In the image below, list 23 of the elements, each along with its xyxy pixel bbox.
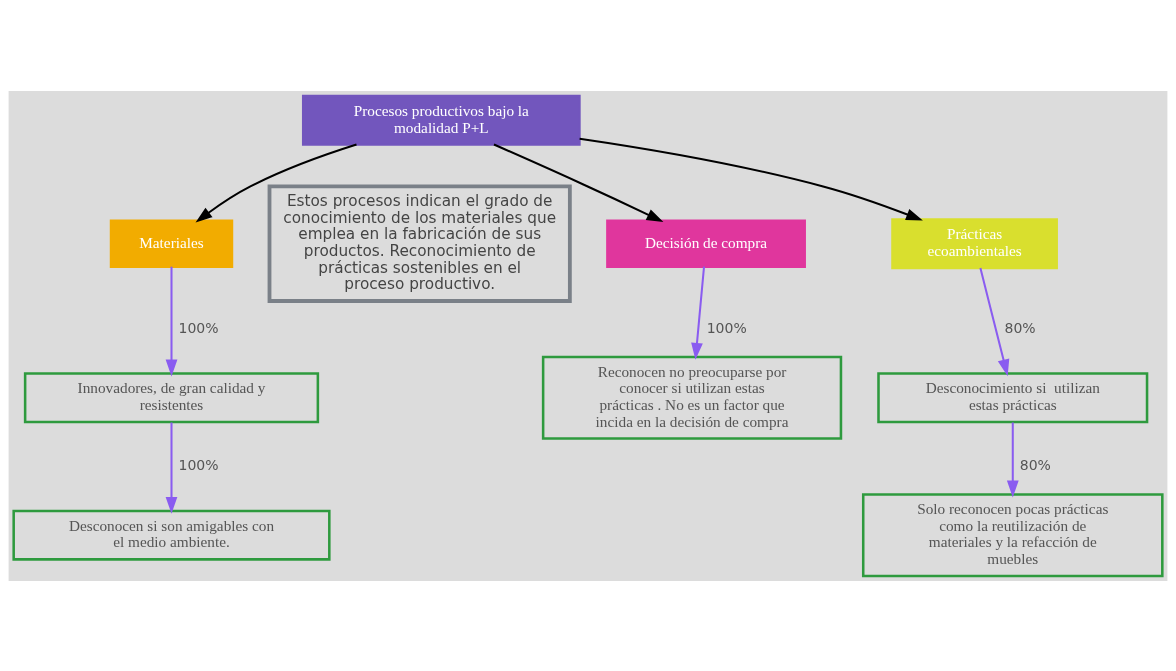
edge-label: 100% (178, 319, 219, 336)
arrow (691, 266, 706, 360)
edge-label: 80% (1004, 319, 1036, 336)
arrow (493, 143, 664, 222)
edge-label: 80% (1019, 456, 1051, 473)
arrow (165, 266, 178, 376)
arrow (195, 143, 357, 223)
arrow (979, 267, 1010, 376)
edge-label: 100% (178, 456, 219, 473)
node-box: Materiales (109, 219, 234, 268)
node-box: Procesos productivos bajo la modalidad P+L (301, 94, 581, 146)
node-box: Innovadores, de gran calidad y resistentes (23, 371, 320, 423)
node-box: Solo reconocen pocas prácticas como la reutilización de materiales y la refacción de muebles (861, 492, 1164, 577)
node-box: Desconocimiento si utilizan estas prácticas (877, 371, 1149, 423)
node-box: Reconocen no preocuparse por conocer si utilizan estas prácticas . No es un factor que incida en la decisión de compra (541, 355, 843, 440)
arrow (165, 422, 178, 514)
arrow (579, 137, 923, 221)
node-box: Estos procesos indican el grado de conocimiento de los materiales que emplea en la fabricación de sus productos. Reconocimiento de prácticas sostenibles en el proceso productivo. (267, 184, 572, 303)
node-box: Desconocen si son amigables con el medio ambiente. (12, 509, 331, 561)
arrow (1006, 422, 1019, 497)
node-box: Prácticas ecoambientales (891, 217, 1058, 269)
edge-label: 100% (706, 319, 747, 336)
node-box: Decisión de compra (606, 219, 806, 268)
